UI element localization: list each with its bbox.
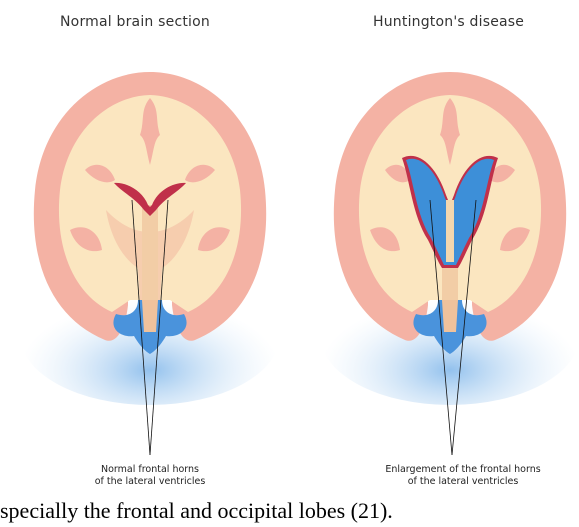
caption-huntingtons-line1: Enlargement of the frontal horns xyxy=(368,464,558,476)
caption-huntingtons-line2: of the lateral ventricles xyxy=(368,476,558,488)
caption-normal: Normal frontal horns of the lateral vent… xyxy=(75,464,225,488)
huntingtons-brain-section xyxy=(320,72,579,455)
caption-normal-line2: of the lateral ventricles xyxy=(75,476,225,488)
caption-normal-line1: Normal frontal horns xyxy=(75,464,225,476)
normal-brain-section xyxy=(20,72,280,455)
footer-text: specially the frontal and occipital lobe… xyxy=(0,498,579,524)
caption-huntingtons: Enlargement of the frontal horns of the … xyxy=(368,464,558,488)
